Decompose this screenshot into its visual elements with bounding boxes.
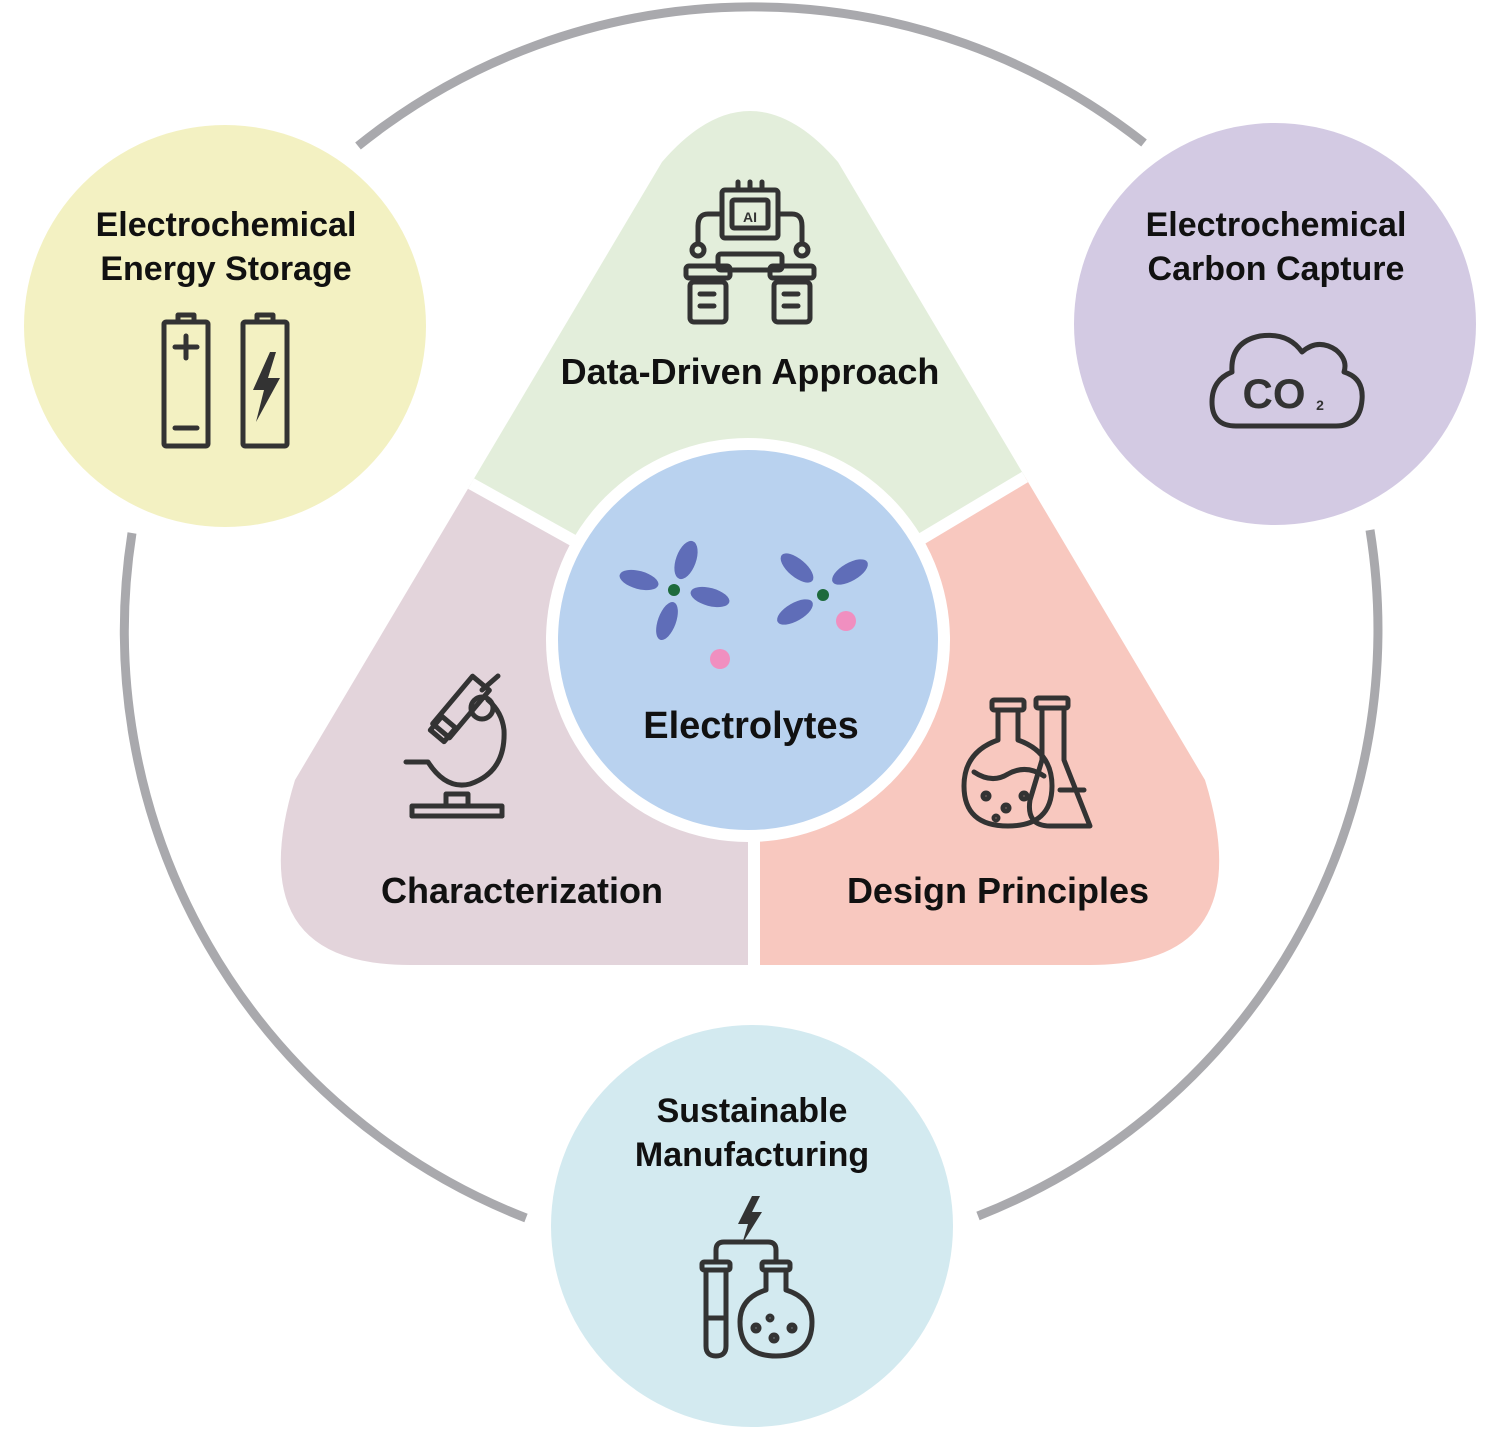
app-label-energy-storage-line1: Electrochemical [96,206,357,244]
batteries-icon [161,312,290,449]
molecule-icon [777,553,868,625]
electrochemistry-icon [699,1239,815,1359]
segment-label-design: Design Principles [847,870,1149,911]
flasks-icon [961,695,1093,829]
ring-arc-top [355,2,1147,150]
ion-icon [836,611,856,631]
segment-label-characterization: Characterization [381,870,663,911]
co2-subscript: 2 [1316,397,1324,413]
lightning-icon [253,352,280,422]
app-label-energy-storage-line2: Energy Storage [100,250,351,288]
robot-ai-icon [683,179,817,325]
outer-ring [119,2,1383,1223]
center-label: Electrolytes [643,705,858,747]
app-label-carbon-capture-line2: Carbon Capture [1148,250,1405,288]
app-circle-carbon-capture [1074,123,1476,525]
molecule-icon [619,540,730,641]
segment-label-data-driven: Data-Driven Approach [561,351,940,392]
lightning-icon [738,1196,762,1244]
ion-icon [710,649,730,669]
co2-label: CO [1243,370,1306,417]
microscope-icon [403,673,507,819]
ai-chip-label: AI [743,209,757,225]
co2-cloud-icon [1209,332,1365,429]
ring-arc-right [976,529,1383,1221]
app-circle-energy-storage [24,125,426,527]
app-label-manufacturing-line1: Sustainable [657,1092,848,1130]
app-label-carbon-capture-line1: Electrochemical [1146,206,1407,244]
center-circle [558,450,938,830]
ring-arc-left [119,532,528,1223]
app-label-manufacturing-line2: Manufacturing [635,1136,869,1174]
